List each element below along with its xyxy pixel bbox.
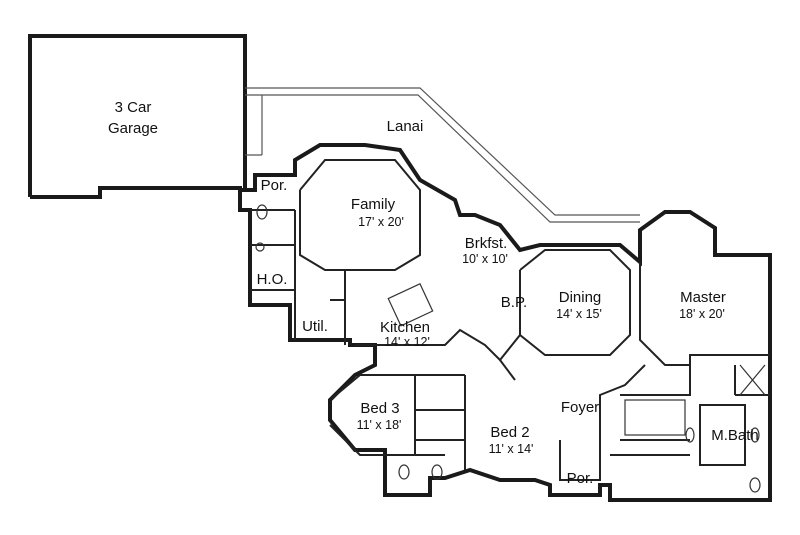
bed3-size: 11' x 18' — [357, 418, 402, 432]
util-label: Util. — [302, 318, 328, 335]
foyer-label: Foyer — [561, 399, 599, 416]
bed2-size: 11' x 14' — [489, 442, 534, 456]
room-labels: 3 Car Garage Lanai Por. Family 17' x 20'… — [108, 99, 759, 487]
bp-label: B.P. — [501, 294, 527, 311]
kitchen-label: Kitchen — [380, 319, 430, 336]
rear-porch-label: Por. — [261, 177, 288, 194]
ho-label: H.O. — [257, 271, 288, 288]
lanai-outline — [245, 87, 640, 223]
dining-label: Dining — [559, 289, 602, 306]
exterior-walls — [238, 143, 772, 502]
garage-label-line1: 3 Car — [115, 99, 152, 116]
master-label: Master — [680, 289, 726, 306]
interior-walls — [250, 159, 770, 481]
bed3-label: Bed 3 — [360, 400, 399, 417]
garage-label-line2: Garage — [108, 120, 158, 137]
fixtures — [255, 204, 766, 493]
kitchen-size: 14' x 12' — [384, 335, 430, 349]
brkfst-label: Brkfst. — [465, 235, 508, 252]
master-size: 18' x 20' — [679, 307, 725, 321]
mbath-label: M.Bath — [711, 427, 759, 444]
family-label: Family — [351, 196, 396, 213]
dining-size: 14' x 15' — [556, 307, 602, 321]
brkfst-size: 10' x 10' — [462, 252, 508, 266]
bed2-label: Bed 2 — [490, 424, 529, 441]
family-size: 17' x 20' — [358, 215, 404, 229]
front-porch-label: Por. — [567, 470, 594, 487]
garage-walls — [28, 34, 247, 199]
lanai-label: Lanai — [387, 118, 424, 135]
